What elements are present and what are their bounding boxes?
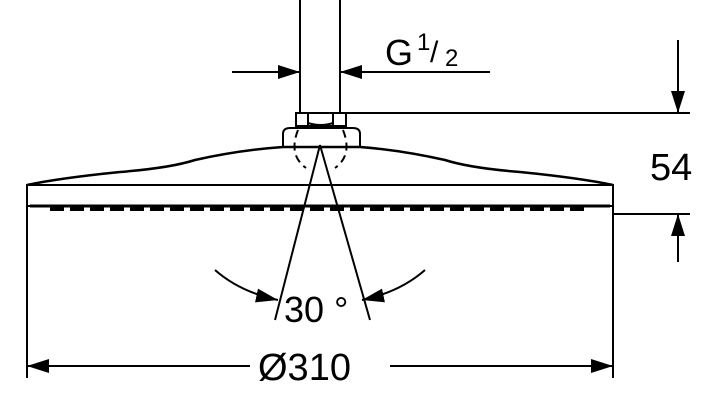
pipe bbox=[299, 0, 341, 114]
diameter-dimension bbox=[26, 206, 614, 378]
ball-joint bbox=[282, 127, 361, 169]
height-dimension bbox=[346, 40, 690, 262]
tilt-angle-lines bbox=[214, 144, 426, 321]
shower-head-body bbox=[26, 145, 614, 211]
hex-nut bbox=[295, 112, 347, 127]
